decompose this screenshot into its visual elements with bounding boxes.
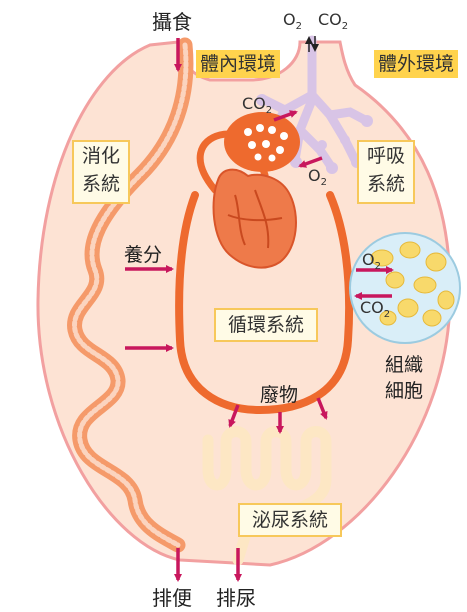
lung-capillary-bed (224, 112, 300, 172)
co2-cell-label: CO2 (360, 298, 390, 320)
digestive-system-line-2: 系統 (74, 170, 128, 198)
internal-environment-tag: 體內環境 (196, 50, 280, 78)
o2-cell-label: O2 (362, 250, 381, 272)
defecation-label: 排便 (152, 582, 192, 611)
nutrients-label: 養分 (124, 240, 162, 267)
respiratory-system-box: 呼吸 系統 (357, 140, 415, 204)
tissue-cells-line-2: 細胞 (385, 378, 423, 404)
digestive-system-box: 消化 系統 (72, 140, 130, 204)
urination-label: 排尿 (216, 582, 256, 611)
co2-lung-label: CO2 (242, 94, 272, 116)
o2-top-label: O2 (283, 10, 302, 32)
circulatory-system-box: 循環系統 (214, 308, 318, 342)
digestive-system-line-1: 消化 (74, 142, 128, 170)
co2-top-label: CO2 (318, 10, 348, 32)
respiratory-system-line-2: 系統 (359, 170, 413, 198)
ingestion-label: 攝食 (152, 6, 192, 35)
waste-label: 廢物 (260, 380, 298, 407)
respiratory-system-line-1: 呼吸 (359, 142, 413, 170)
tissue-cells-label: 組織 細胞 (385, 352, 423, 404)
tissue-cells-line-1: 組織 (385, 352, 423, 378)
o2-lung-label: O2 (308, 166, 327, 188)
urinary-system-box: 泌尿系統 (238, 503, 342, 537)
external-environment-tag: 體外環境 (374, 50, 458, 78)
